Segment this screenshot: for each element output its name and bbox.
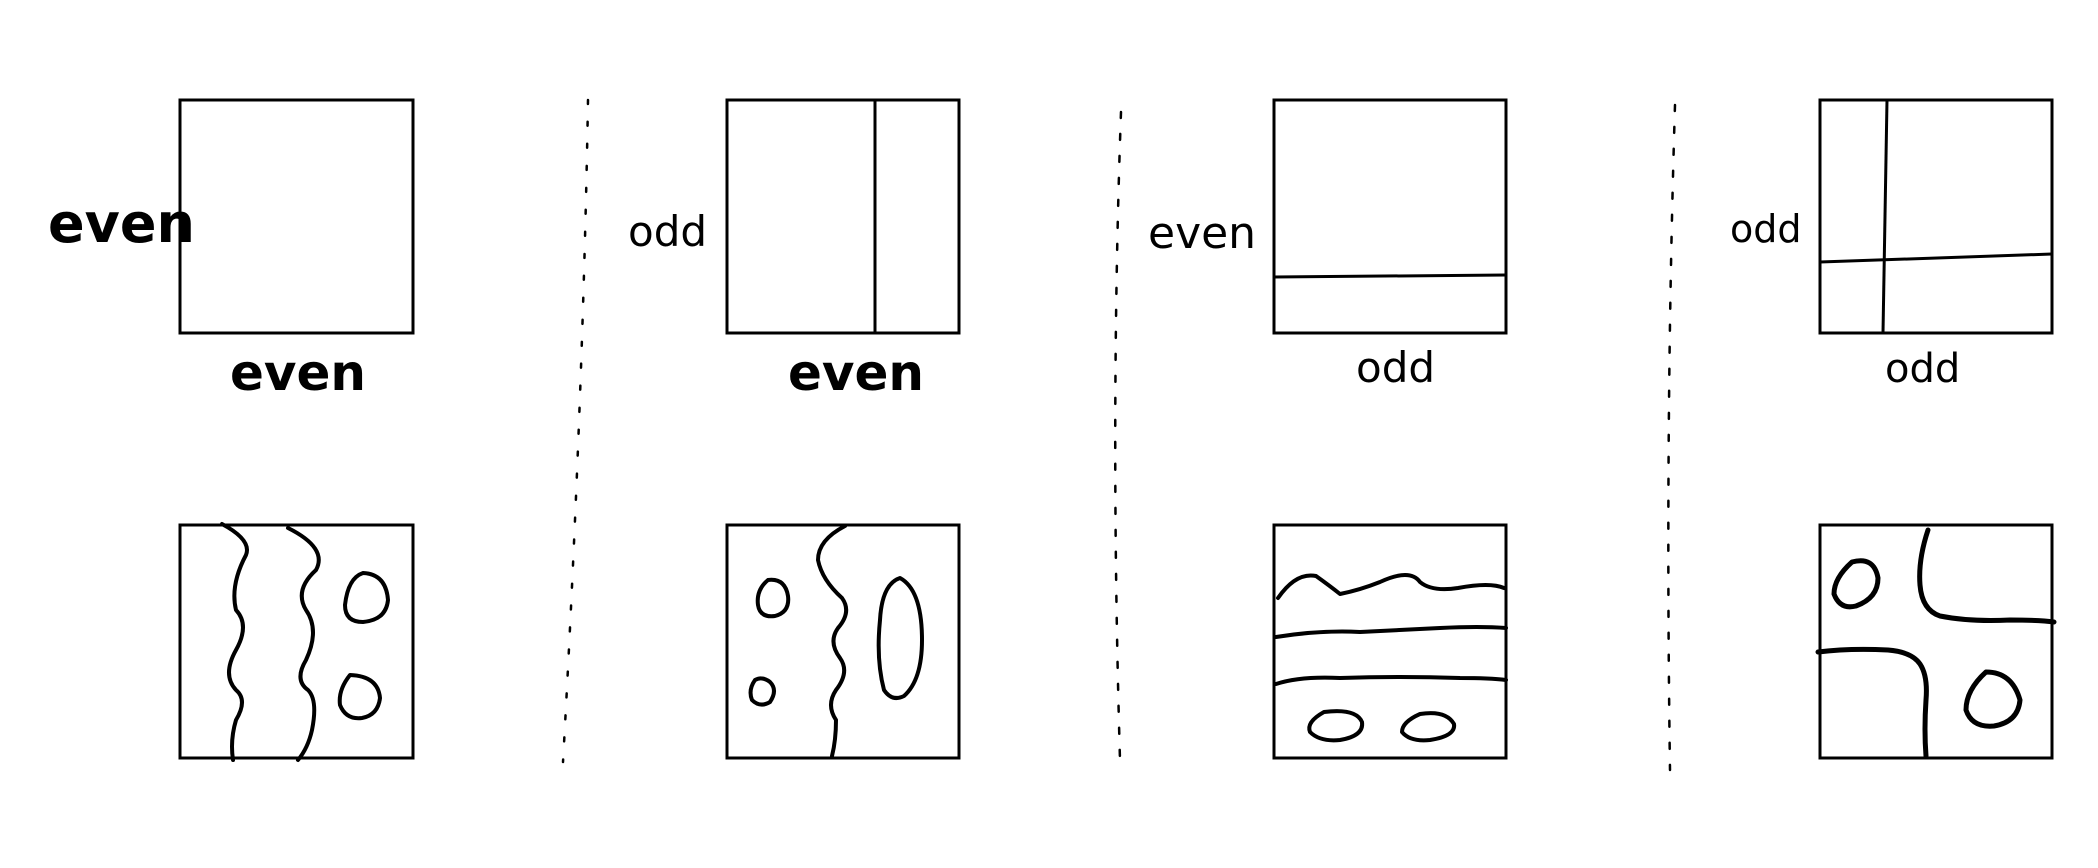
- corner-line: [1815, 646, 1929, 759]
- panel-3: even odd: [1148, 98, 1508, 760]
- panel-1: even even: [48, 98, 415, 762]
- wavy-line: [1274, 675, 1508, 686]
- separators: [561, 98, 1677, 772]
- panel-2-top-square: [725, 98, 961, 335]
- panel-2-bottom-drawing: [748, 524, 924, 758]
- panel-1-bottom-square: [178, 523, 415, 760]
- panel-4-left-label: odd: [1730, 207, 1802, 251]
- blob: [1400, 711, 1457, 743]
- wavy-line: [1276, 573, 1506, 600]
- blob: [755, 577, 791, 619]
- panel-4-top-square: [1818, 98, 2054, 335]
- panel-1-left-label: even: [48, 192, 195, 255]
- blob: [876, 576, 924, 700]
- panel-2: odd even: [628, 98, 961, 760]
- panel-3-horizontal-cut: [1273, 273, 1507, 279]
- wavy-line: [1274, 625, 1508, 639]
- panel-2-bottom-square: [725, 523, 961, 760]
- panel-3-bottom-square: [1272, 523, 1508, 760]
- separator-1: [561, 98, 590, 764]
- panel-3-bottom-drawing: [1274, 573, 1508, 743]
- separator-3: [1667, 103, 1677, 772]
- panel-4-bottom-label: odd: [1885, 346, 1960, 392]
- panel-4-bottom-drawing: [1815, 527, 2057, 759]
- wavy-line: [286, 526, 321, 762]
- wavy-line: [816, 524, 849, 758]
- corner-line: [1917, 527, 2057, 625]
- blob: [343, 571, 390, 624]
- panel-1-top-square: [178, 98, 415, 335]
- panel-4-bottom-square: [1818, 523, 2054, 760]
- blob: [1963, 669, 2023, 729]
- panel-3-top-square: [1272, 98, 1508, 335]
- panel-4: odd odd: [1730, 98, 2057, 760]
- blob: [748, 676, 776, 707]
- wavy-line: [220, 522, 249, 762]
- blob: [1307, 709, 1365, 743]
- panel-2-left-label: odd: [628, 207, 707, 256]
- panel-1-bottom-label: even: [230, 344, 366, 402]
- blob: [1831, 558, 1881, 610]
- panel-4-horizontal-cut: [1819, 252, 2053, 264]
- blob: [337, 673, 382, 721]
- panel-1-bottom-drawing: [220, 522, 390, 762]
- panel-2-bottom-label: even: [788, 344, 924, 402]
- panel-3-bottom-label: odd: [1356, 343, 1435, 392]
- panel-4-vertical-cut: [1881, 99, 1889, 334]
- panel-3-left-label: even: [1148, 208, 1256, 259]
- separator-2: [1113, 110, 1123, 762]
